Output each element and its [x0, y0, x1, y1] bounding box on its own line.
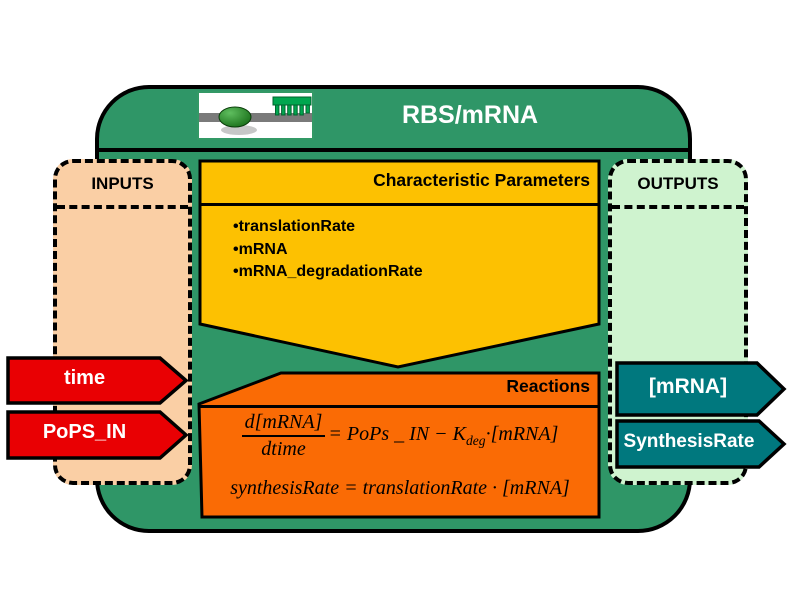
synthesis-rate-equation: synthesisRate = translationRate · [mRNA]	[230, 477, 570, 499]
parameter-item: •mRNA	[233, 240, 288, 258]
ribosome-mrna-icon-graphic	[199, 96, 312, 135]
ode-rhs-end: ·[mRNA]	[485, 423, 559, 445]
input-arrow-time-label: time	[63, 367, 106, 389]
ode-equation: d[mRNA] dtime = PoPs _ IN − Kdeg·[mRNA]	[205, 411, 595, 461]
ode-denominator: dtime	[261, 438, 306, 460]
ode-rhs: = PoPs _ IN − Kdeg·[mRNA]	[328, 423, 558, 449]
characteristic-parameters-panel	[198, 159, 601, 369]
ode-fraction: d[mRNA] dtime	[241, 411, 326, 461]
output-arrow-mrna	[615, 361, 787, 417]
output-arrow-synthesisrate-label: SynthesisRate	[623, 431, 755, 452]
reactions-panel	[197, 371, 601, 519]
module-header-band	[99, 89, 688, 152]
reactions-title: Reactions	[506, 376, 590, 396]
output-arrow-synthesisrate	[615, 419, 787, 469]
ribosome-mrna-icon	[197, 91, 314, 140]
parameters-list: •translationRate •mRNA •mRNA_degradation…	[233, 216, 423, 284]
ribosome-ellipse	[218, 106, 252, 128]
ode-rhs-start: = PoPs _ IN − K	[328, 423, 466, 445]
parameter-item: •mRNA_degradationRate	[233, 263, 423, 280]
output-arrow-mrna-label: [mRNA]	[648, 375, 728, 398]
input-arrow-pops-in	[6, 410, 189, 460]
mrna-strand	[199, 113, 312, 122]
input-arrow-time	[6, 356, 189, 405]
ode-k-subscript: deg	[465, 433, 486, 448]
inputs-label: INPUTS	[57, 163, 188, 209]
outputs-label: OUTPUTS	[612, 163, 744, 209]
rbs-comb	[272, 96, 312, 116]
ode-numerator: d[mRNA]	[241, 411, 326, 437]
parameters-title: Characteristic Parameters	[373, 170, 590, 190]
input-arrow-pops-in-label: PoPS_IN	[42, 421, 127, 443]
parameter-item: •translationRate	[233, 218, 356, 235]
ribosome-shadow	[221, 125, 257, 135]
module-title: RBS/mRNA	[401, 101, 539, 129]
